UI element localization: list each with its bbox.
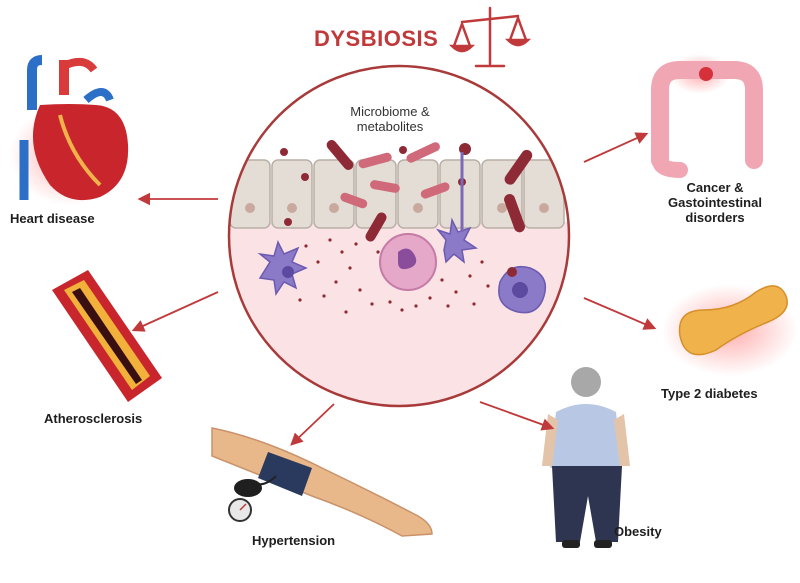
outcome-arrows [131,132,657,446]
microbiome-label: Microbiome & metabolites [330,104,450,134]
blood-pressure-cuff-icon [211,427,433,537]
cancer-gi-label-line1: Cancer & [686,180,744,195]
microbiome-label-line2: metabolites [356,119,424,134]
type2-diabetes-label: Type 2 diabetes [661,386,758,401]
balance-scale-icon [448,6,532,68]
diagram-title: DYSBIOSIS [314,26,439,51]
microbiome-label-line1: Microbiome & [350,104,430,119]
artery-icon [52,270,162,402]
cancer-gi-label-line3: disorders [685,210,745,225]
person-icon [542,367,630,548]
hypertension-label: Hypertension [252,533,336,548]
cancer-gi-label: Cancer & Gastointestinal disorders [660,180,770,225]
metabolites [298,238,490,314]
heart-disease-label: Heart disease [10,211,95,226]
obesity-label: Obesity [614,524,662,539]
colon-icon [651,54,763,178]
heart-icon [10,55,130,205]
atherosclerosis-label: Atherosclerosis [44,411,143,426]
bacteria [280,140,533,242]
cancer-gi-label-line2: Gastointestinal [668,195,762,210]
immune-cells [257,152,547,314]
pancreas-icon [662,284,798,376]
